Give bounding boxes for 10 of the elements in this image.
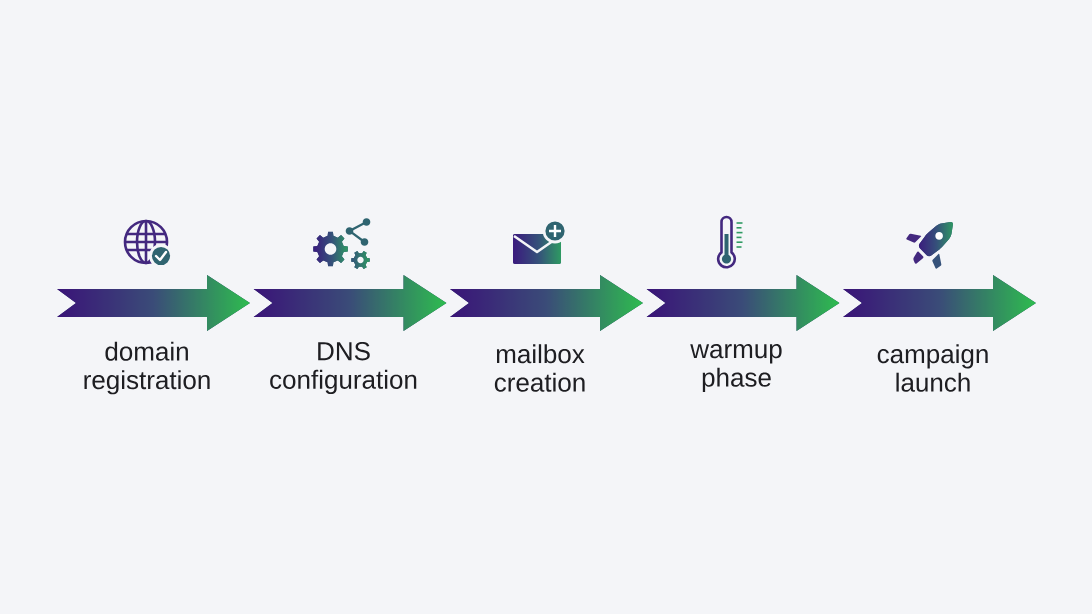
- process-step: warmup phase: [646, 275, 840, 392]
- process-step: mailbox creation: [450, 275, 643, 392]
- process-step: DNS configuration: [253, 275, 447, 395]
- process-step: campaign launch: [843, 275, 1036, 392]
- node-label: mailbox creation: [494, 344, 585, 392]
- process-step: domain registration: [57, 275, 250, 395]
- node-label: campaign launch: [877, 344, 988, 392]
- node-label: domain registration: [84, 341, 210, 395]
- node-label: DNS configuration: [270, 341, 417, 395]
- node-label: warmup phase: [690, 344, 782, 392]
